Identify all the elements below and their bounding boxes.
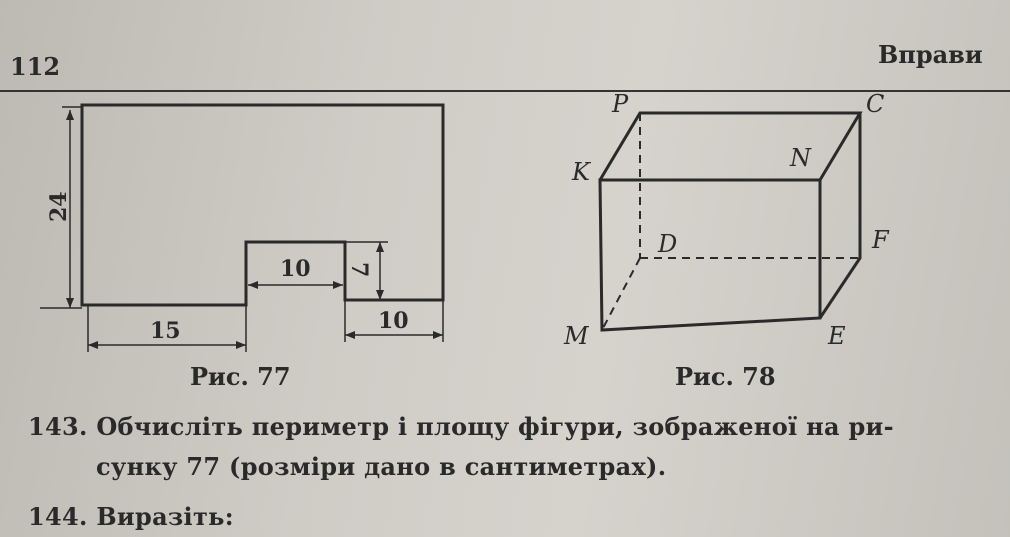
figure-78: P C K N D F M E bbox=[563, 90, 890, 350]
vertex-M: M bbox=[563, 322, 590, 350]
section-title: Вправи bbox=[878, 40, 983, 69]
exercise-144: 144. Виразіть: bbox=[28, 502, 234, 531]
vertex-P: P bbox=[611, 90, 629, 118]
dim-right-bottom: 10 bbox=[378, 308, 409, 334]
vertex-E: E bbox=[827, 322, 846, 350]
dim-notch-height: 7 bbox=[346, 262, 372, 277]
vertex-C: C bbox=[866, 90, 884, 118]
dim-left-bottom: 15 bbox=[150, 318, 181, 344]
exercise-number: 143. bbox=[28, 412, 88, 441]
figure-77: 24 15 10 7 10 bbox=[40, 103, 445, 352]
vertex-K: K bbox=[571, 158, 592, 186]
vertex-N: N bbox=[789, 144, 812, 172]
vertex-F: F bbox=[871, 226, 890, 254]
header-rule bbox=[0, 90, 1010, 92]
vertex-D: D bbox=[657, 230, 677, 258]
figure-78-caption: Рис. 78 bbox=[675, 362, 776, 391]
page-number: 112 bbox=[10, 52, 61, 81]
exercise-text: Виразіть: bbox=[96, 502, 234, 531]
exercise-143: 143. Обчисліть периметр і площу фігури, … bbox=[28, 412, 894, 441]
dim-height: 24 bbox=[46, 191, 72, 222]
exercise-text: Обчисліть периметр і площу фігури, зобра… bbox=[96, 412, 894, 441]
figure-77-shape bbox=[80, 103, 445, 307]
exercise-number: 144. bbox=[28, 502, 88, 531]
figure-77-caption: Рис. 77 bbox=[190, 362, 291, 391]
exercise-143-continued: сунку 77 (розміри дано в сантиметрах). bbox=[96, 452, 667, 481]
dim-notch-width: 10 bbox=[280, 256, 311, 282]
